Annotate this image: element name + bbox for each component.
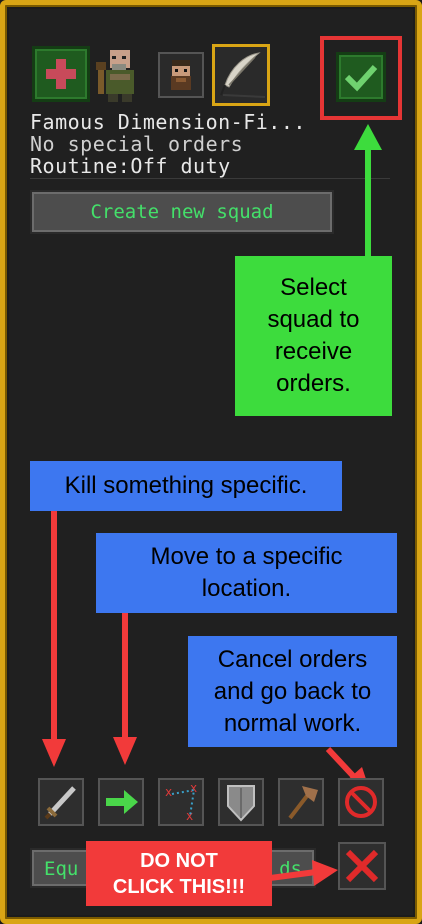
red-x-icon [345,849,379,883]
green-arrow-icon [106,790,138,814]
equip-label: Equ [44,858,79,880]
axe-icon [288,786,318,820]
create-squad-button[interactable]: Create new squad [30,190,334,234]
svg-text:x: x [165,785,172,799]
dwarf-portrait[interactable] [92,44,144,104]
divider [30,178,390,179]
select-highlight-box [320,36,402,120]
select-annotation-arrow [354,124,382,260]
patrol-route-icon: x x x [165,781,197,823]
defend-order-button[interactable] [218,778,264,826]
warning-annotation: DO NOT CLICK THIS!!! [86,841,272,906]
kill-order-button[interactable] [38,778,84,826]
kill-annotation-arrow [42,511,66,767]
heal-button[interactable] [32,46,90,102]
squad-orders: No special orders [30,132,244,156]
kill-annotation: Kill something specific. [30,461,342,511]
no-entry-icon [345,786,377,818]
checkmark-icon [344,64,378,92]
move-annotation-arrow [113,613,137,765]
quill-button[interactable] [212,44,270,106]
cancel-order-button[interactable] [338,778,384,826]
bearded-dwarf-icon [171,60,191,90]
svg-text:x: x [190,781,197,795]
cancel-annotation: Cancel orders and go back to normal work… [188,636,397,747]
dwarf-portrait-icon [96,50,134,102]
svg-text:x: x [186,809,193,823]
train-order-button[interactable] [278,778,324,826]
red-cross-icon [46,59,76,89]
squad-member-portrait[interactable] [158,52,204,98]
close-button[interactable] [338,842,386,890]
select-squad-button[interactable] [336,52,386,102]
quill-feather-icon [220,52,266,98]
warning-annotation-arrow [270,860,338,886]
shield-icon [227,785,255,822]
squad-name[interactable]: Famous Dimension-Fi... [30,110,306,134]
patrol-order-button[interactable]: x x x [158,778,204,826]
move-annotation: Move to a specific location. [96,533,397,613]
move-order-button[interactable] [98,778,144,826]
sword-icon [44,786,76,820]
select-annotation: Select squad to receive orders. [235,256,392,416]
squad-routine: Routine:Off duty [30,154,231,178]
